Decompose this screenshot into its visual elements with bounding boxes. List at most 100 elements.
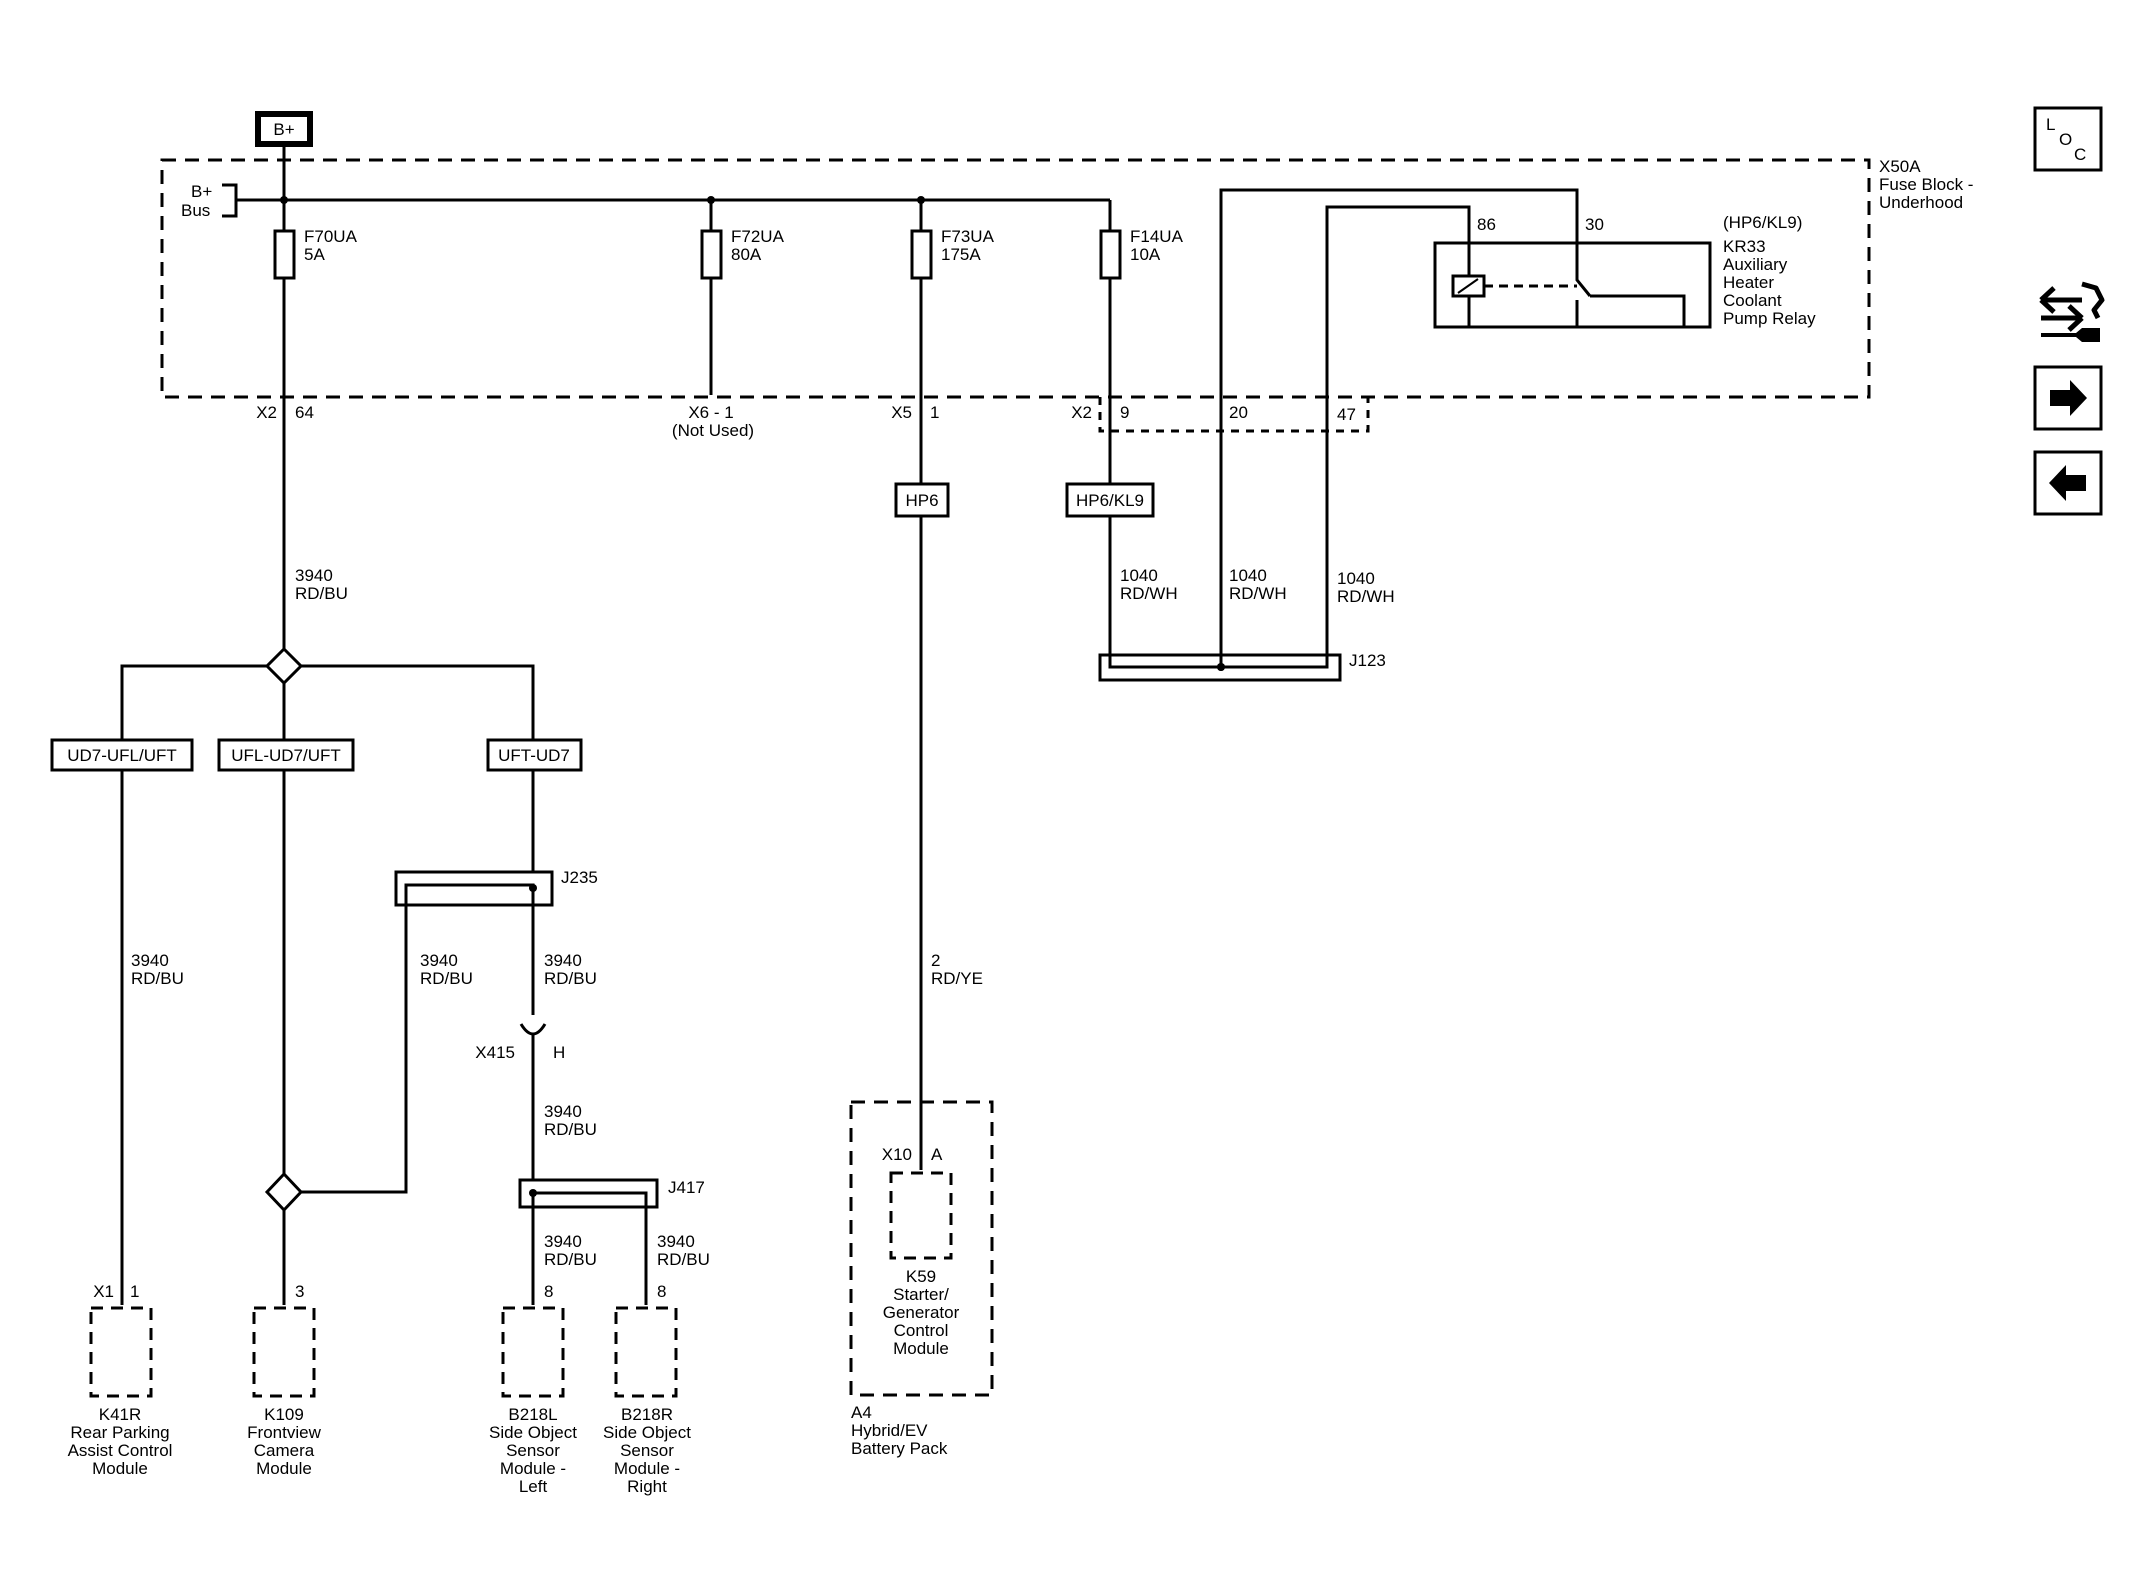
relay-id: KR33	[1723, 237, 1766, 256]
conn-label: X1	[93, 1282, 114, 1301]
wire-color: RD/BU	[131, 969, 184, 988]
pin-label: 1	[930, 403, 939, 422]
not-used-note: (Not Used)	[672, 421, 754, 440]
next-page-icon[interactable]	[2033, 365, 2103, 431]
module-name: K109	[264, 1405, 304, 1424]
option-uft-ud7: UFT-UD7	[498, 746, 570, 765]
wire-color: RD/BU	[544, 1250, 597, 1269]
wire-color: RD/WH	[1229, 584, 1287, 603]
pin-label: 47	[1337, 405, 1356, 424]
previous-page-icon[interactable]	[2033, 450, 2103, 516]
svg-text:B+: B+	[273, 120, 294, 139]
wire-circuit: 1040	[1337, 569, 1375, 588]
conn-label: X10	[882, 1145, 912, 1164]
wire-color: RD/WH	[1337, 587, 1395, 606]
conn-label: X2	[1071, 403, 1092, 422]
battery-symbol: B+	[255, 111, 313, 147]
option-hp6: HP6	[905, 491, 938, 510]
module-name: Starter/	[893, 1285, 949, 1304]
svg-text:C: C	[2074, 145, 2086, 164]
module-name: Sensor	[506, 1441, 560, 1460]
relay-desc: Pump Relay	[1723, 309, 1816, 328]
fuse-id: F14UA	[1130, 227, 1184, 246]
pin-label: 8	[657, 1282, 666, 1301]
svg-text:O: O	[2059, 130, 2072, 149]
option-ud7-ufl-uft: UD7-UFL/UFT	[67, 746, 177, 765]
module-name: Generator	[883, 1303, 960, 1322]
fuse-rating: 10A	[1130, 245, 1161, 264]
module-name: Module -	[500, 1459, 566, 1478]
loc-button[interactable]: L O C	[2033, 106, 2103, 172]
module-name: Control	[894, 1321, 949, 1340]
pin-label: 9	[1120, 403, 1129, 422]
relay-desc: Coolant	[1723, 291, 1782, 310]
inline-conn-pin: H	[553, 1043, 565, 1062]
bus-label-1: B+	[191, 182, 212, 201]
module-name: A4	[851, 1403, 872, 1422]
module-b218l	[501, 1306, 565, 1398]
fuse-block-name-1: Fuse Block -	[1879, 175, 1973, 194]
wire-circuit: 1040	[1229, 566, 1267, 585]
relay-pin-30: 30	[1585, 215, 1604, 234]
relay-desc: Auxiliary	[1723, 255, 1788, 274]
pin-label: 20	[1229, 403, 1248, 422]
fuse-f73ua	[910, 229, 933, 280]
inline-conn-label: X415	[475, 1043, 515, 1062]
fuse-id: F72UA	[731, 227, 785, 246]
wire-circuit: 3940	[420, 951, 458, 970]
module-b218r	[614, 1306, 678, 1398]
module-name: Battery Pack	[851, 1439, 948, 1458]
wire-color: RD/BU	[544, 1120, 597, 1139]
wire-color: RD/BU	[420, 969, 473, 988]
wire-circuit: 1040	[1120, 566, 1158, 585]
module-name: Module	[256, 1459, 312, 1478]
k109-splice-diamond	[264, 1171, 304, 1213]
relay-option: (HP6/KL9)	[1723, 213, 1802, 232]
wire-circuit: 3940	[544, 1232, 582, 1251]
x2-connector-outline	[1098, 397, 1370, 433]
splice-j235	[394, 870, 554, 907]
wire-color: RD/YE	[931, 969, 983, 988]
module-name: B218L	[508, 1405, 557, 1424]
module-name: Side Object	[603, 1423, 691, 1442]
splice-j417	[518, 1178, 659, 1209]
module-name: Frontview	[247, 1423, 321, 1442]
conn-label: X2	[256, 403, 277, 422]
fuse-rating: 5A	[304, 245, 325, 264]
option-hp6-kl9: HP6/KL9	[1076, 491, 1144, 510]
module-name: Module -	[614, 1459, 680, 1478]
module-name: B218R	[621, 1405, 673, 1424]
fuse-block-id: X50A	[1879, 157, 1921, 176]
splice-label: J417	[668, 1178, 705, 1197]
pin-label: A	[931, 1145, 943, 1164]
splice-j123	[1098, 653, 1342, 682]
fuse-block-outline	[160, 158, 1871, 399]
module-k109	[252, 1306, 316, 1398]
module-name: K59	[906, 1267, 936, 1286]
relay-kr33	[1433, 241, 1712, 329]
module-name: Hybrid/EV	[851, 1421, 928, 1440]
wire-circuit: 2	[931, 951, 940, 970]
pin-label: 1	[130, 1282, 139, 1301]
module-name: Module	[92, 1459, 148, 1478]
module-name: Side Object	[489, 1423, 577, 1442]
fuse-f14ua	[1099, 229, 1122, 280]
fuse-rating: 175A	[941, 245, 981, 264]
wire-circuit: 3940	[131, 951, 169, 970]
splice-label: J235	[561, 868, 598, 887]
module-name: Rear Parking	[70, 1423, 169, 1442]
relay-desc: Heater	[1723, 273, 1774, 292]
wire-circuit: 3940	[544, 1102, 582, 1121]
module-k41r	[89, 1306, 153, 1398]
relay-pin-86: 86	[1477, 215, 1496, 234]
conn-label: X5	[891, 403, 912, 422]
wire-circuit: 3940	[544, 951, 582, 970]
fuse-f70ua	[273, 229, 296, 280]
module-name: Module	[893, 1339, 949, 1358]
wire-color: RD/BU	[295, 584, 348, 603]
fuse-block-name-2: Underhood	[1879, 193, 1963, 212]
pin-label: 8	[544, 1282, 553, 1301]
connector-swap-icon[interactable]	[2039, 281, 2105, 342]
bus-label-2: Bus	[181, 201, 210, 220]
